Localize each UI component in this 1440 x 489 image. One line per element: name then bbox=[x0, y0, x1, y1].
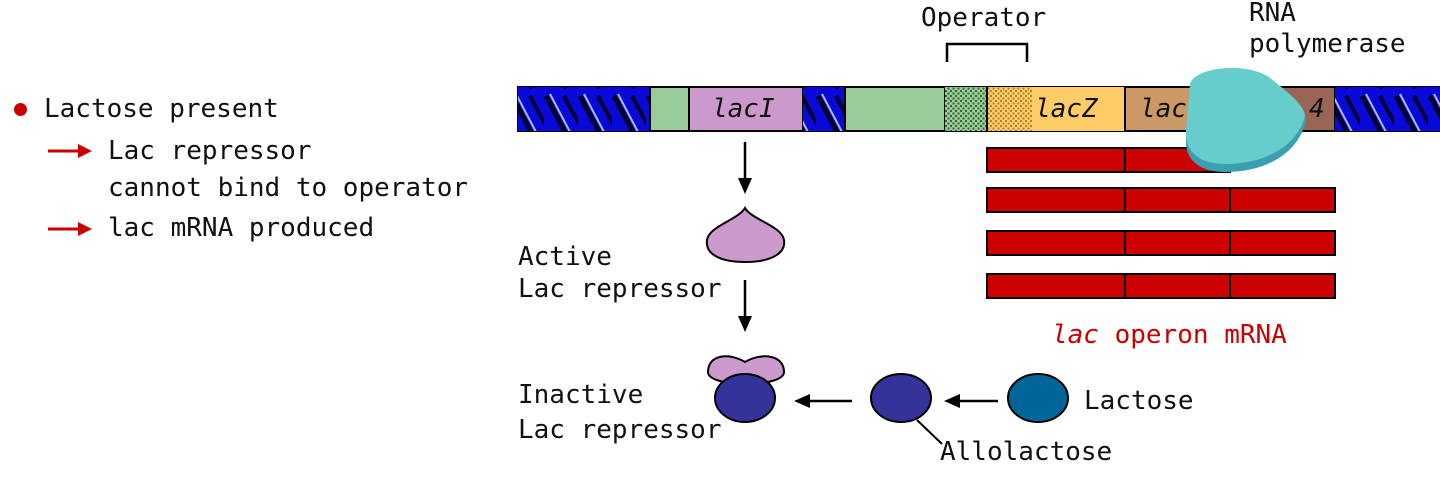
mrna-transcripts bbox=[986, 147, 1336, 299]
bullet-lactose-present: Lactose present bbox=[44, 94, 279, 124]
lactose-label: Lactose bbox=[1084, 386, 1194, 416]
mrna-bar bbox=[986, 187, 1336, 213]
bullet-repressor-line1: Lac repressor bbox=[108, 136, 312, 166]
active-repressor-label-line1: Active bbox=[518, 242, 612, 272]
dna-segment-left bbox=[518, 87, 650, 131]
allolactose-shape bbox=[870, 373, 932, 423]
laci-gene bbox=[688, 86, 804, 132]
active-repressor-label-line2: Lac repressor bbox=[518, 274, 722, 304]
dna-segment-mid bbox=[803, 87, 845, 131]
bullet-mrna-produced: lac mRNA produced bbox=[108, 213, 375, 243]
arrow-left-icon bbox=[944, 394, 998, 408]
arrow-bullet-icon bbox=[48, 222, 92, 236]
mrna-bar bbox=[986, 273, 1336, 299]
active-repressor-shape bbox=[705, 206, 786, 264]
mrna-label-lac: lac bbox=[1052, 320, 1099, 350]
promoter-dotted bbox=[945, 87, 987, 131]
mrna-label: lac operon mRNA bbox=[1052, 322, 1287, 348]
promoter-region bbox=[844, 86, 946, 132]
inactive-repressor-label-line2: Lac repressor bbox=[518, 415, 722, 445]
inactive-repressor-shape bbox=[706, 355, 786, 423]
lactose-shape bbox=[1007, 373, 1069, 423]
arrow-down-icon bbox=[738, 142, 752, 194]
lacz-gene bbox=[1032, 87, 1125, 131]
spacer-green-1 bbox=[649, 86, 690, 132]
allolactose-label: Allolactose bbox=[940, 437, 1113, 467]
lacz-gene-label: lacZ bbox=[1035, 94, 1098, 124]
rna-polymerase bbox=[1185, 67, 1306, 172]
mrna-label-rest: operon mRNA bbox=[1098, 320, 1287, 350]
mrna-bar bbox=[986, 230, 1336, 256]
dna-segment-right bbox=[1335, 87, 1440, 131]
operator-dotted bbox=[987, 87, 1032, 131]
rna-polymerase-label-line1: RNA bbox=[1249, 0, 1296, 28]
operator-bracket bbox=[945, 42, 1029, 62]
bullet-repressor-line2: cannot bind to operator bbox=[108, 173, 469, 203]
rna-polymerase-label-line2: polymerase bbox=[1249, 29, 1406, 59]
arrow-bullet-icon bbox=[48, 144, 92, 158]
laci-gene-label: lacI bbox=[712, 94, 775, 124]
allolactose-pointer bbox=[916, 419, 943, 445]
inactive-repressor-label-line1: Inactive bbox=[518, 380, 644, 410]
laca-gene-label: 4 bbox=[1309, 94, 1325, 124]
operator-label: Operator bbox=[921, 3, 1047, 33]
bullet-dot-icon bbox=[14, 103, 27, 116]
arrow-left-icon bbox=[794, 394, 852, 408]
arrow-down-icon bbox=[738, 280, 752, 332]
lacy-gene-label: lac bbox=[1140, 94, 1187, 124]
